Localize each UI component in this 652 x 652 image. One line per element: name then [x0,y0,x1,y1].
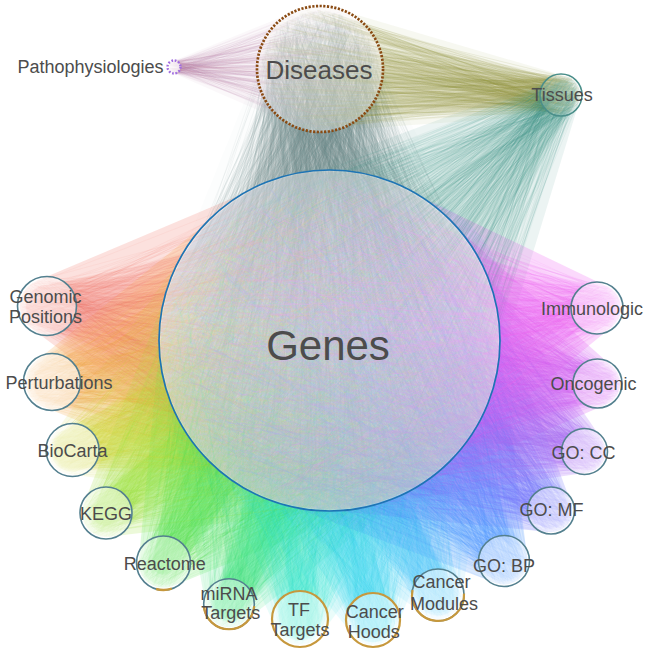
svg-text:Diseases: Diseases [266,55,373,85]
svg-text:Positions: Positions [9,307,82,327]
svg-text:Cancer: Cancer [346,602,404,622]
svg-text:Oncogenic: Oncogenic [551,374,637,394]
svg-text:GO: MF: GO: MF [519,500,583,520]
svg-text:Hoods: Hoods [348,622,400,642]
svg-text:Pathophysiologies: Pathophysiologies [17,57,163,77]
svg-text:Modules: Modules [410,594,478,614]
svg-text:BioCarta: BioCarta [38,441,109,461]
svg-text:Genes: Genes [266,322,390,369]
svg-text:Perturbations: Perturbations [5,373,112,393]
svg-text:Genomic: Genomic [9,287,81,307]
svg-text:TF: TF [288,600,310,620]
svg-text:GO: BP: GO: BP [473,556,535,576]
svg-text:Cancer: Cancer [413,572,471,592]
svg-text:Tissues: Tissues [531,85,592,105]
svg-text:GO: CC: GO: CC [551,443,615,463]
svg-text:Targets: Targets [201,603,260,623]
svg-text:miRNA: miRNA [201,584,258,604]
svg-text:Targets: Targets [270,620,329,640]
svg-text:KEGG: KEGG [80,504,132,524]
svg-text:Immunologic: Immunologic [541,299,643,319]
svg-text:Reactome: Reactome [124,554,206,574]
